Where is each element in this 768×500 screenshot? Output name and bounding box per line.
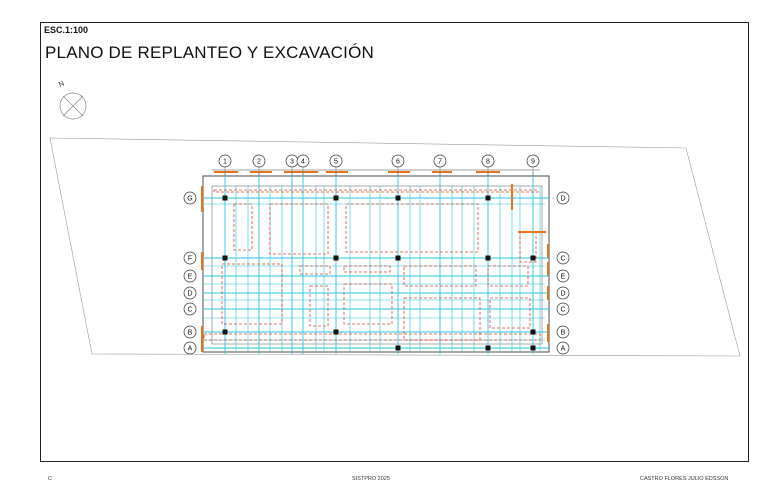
row-bubble-left-A-label: A (188, 346, 193, 353)
row-axis-bubbles-left: G F E D C B A (183, 191, 197, 355)
row-bubble-left-D: D (183, 286, 197, 300)
row-bubble-left-F: F (183, 251, 197, 265)
plan-title: PLANO DE REPLANTEO Y EXCAVACIÓN (45, 43, 374, 62)
column-bubble-4-label: 4 (301, 159, 305, 166)
column-bubble-3: 3 (285, 154, 299, 168)
column-bubble-9: 9 (526, 154, 540, 168)
column-bubble-8-label: 8 (486, 159, 490, 166)
footer-left: C (48, 476, 52, 482)
row-bubble-left-D-label: D (187, 291, 192, 298)
row-bubble-right-A: A (556, 341, 570, 355)
row-bubble-right-D: D (556, 191, 570, 205)
column-bubble-3-label: 3 (290, 159, 294, 166)
scale-label: ESC.1:100 (44, 25, 89, 35)
footer-right: CASTRO FLORES JULIO EDSSON (640, 476, 729, 482)
footings (203, 189, 541, 341)
row-bubble-right-C-label: C (560, 256, 565, 263)
site-boundary (49, 137, 741, 357)
row-bubble-right-A-label: A (561, 346, 566, 353)
horizontal-grid-lines (204, 197, 550, 349)
column-bubble-1-label: 1 (223, 159, 227, 166)
row-bubble-left-B-label: B (188, 330, 193, 337)
column-bubble-6: 6 (391, 154, 405, 168)
row-bubble-right-C: C (556, 251, 570, 265)
axis-markers (201, 171, 549, 352)
north-label: N (58, 80, 66, 88)
structural-columns (222, 195, 536, 351)
row-bubble-right-E-label: E (561, 274, 566, 281)
building-inner-outline (211, 185, 543, 345)
column-bubble-8: 8 (481, 154, 495, 168)
row-bubble-left-A: A (183, 341, 197, 355)
column-bubble-9-label: 9 (531, 159, 535, 166)
row-bubble-right-C-label: C (560, 307, 565, 314)
column-bubble-7-label: 7 (438, 159, 442, 166)
row-bubble-left-C: C (183, 302, 197, 316)
column-bubble-2: 2 (252, 154, 266, 168)
column-bubble-6-label: 6 (396, 159, 400, 166)
column-bubble-4: 4 (296, 154, 310, 168)
row-bubble-left-G: G (183, 191, 197, 205)
column-bubble-5: 5 (329, 154, 343, 168)
row-bubble-left-G-label: G (187, 196, 192, 203)
column-bubble-5-label: 5 (334, 159, 338, 166)
row-bubble-left-E-label: E (188, 274, 193, 281)
row-bubble-left-C-label: C (187, 307, 192, 314)
row-bubble-left-F-label: F (188, 256, 192, 263)
row-bubble-left-B: B (183, 325, 197, 339)
column-bubble-7: 7 (433, 154, 447, 168)
column-bubble-2-label: 2 (257, 159, 261, 166)
row-bubble-right-B: B (556, 325, 570, 339)
drawing-sheet: ESC.1:100 PLANO DE REPLANTEO Y EXCAVACIÓ… (40, 22, 749, 462)
row-bubble-right-D: D (556, 286, 570, 300)
column-bubble-1: 1 (218, 154, 232, 168)
top-dimension-lines (212, 169, 540, 177)
row-bubble-right-D-label: D (560, 291, 565, 298)
row-bubble-right-C: C (556, 302, 570, 316)
north-arrow-icon: N (58, 80, 87, 120)
row-bubble-right-B-label: B (561, 330, 566, 337)
footer-center: SISTPRO 2025 (352, 476, 390, 482)
row-bubble-right-E: E (556, 269, 570, 283)
row-bubble-left-E: E (183, 269, 197, 283)
vertical-grid-lines (224, 172, 541, 354)
row-axis-bubbles-right: D C E D C B A (556, 191, 570, 355)
row-bubble-right-D-label: D (560, 196, 565, 203)
